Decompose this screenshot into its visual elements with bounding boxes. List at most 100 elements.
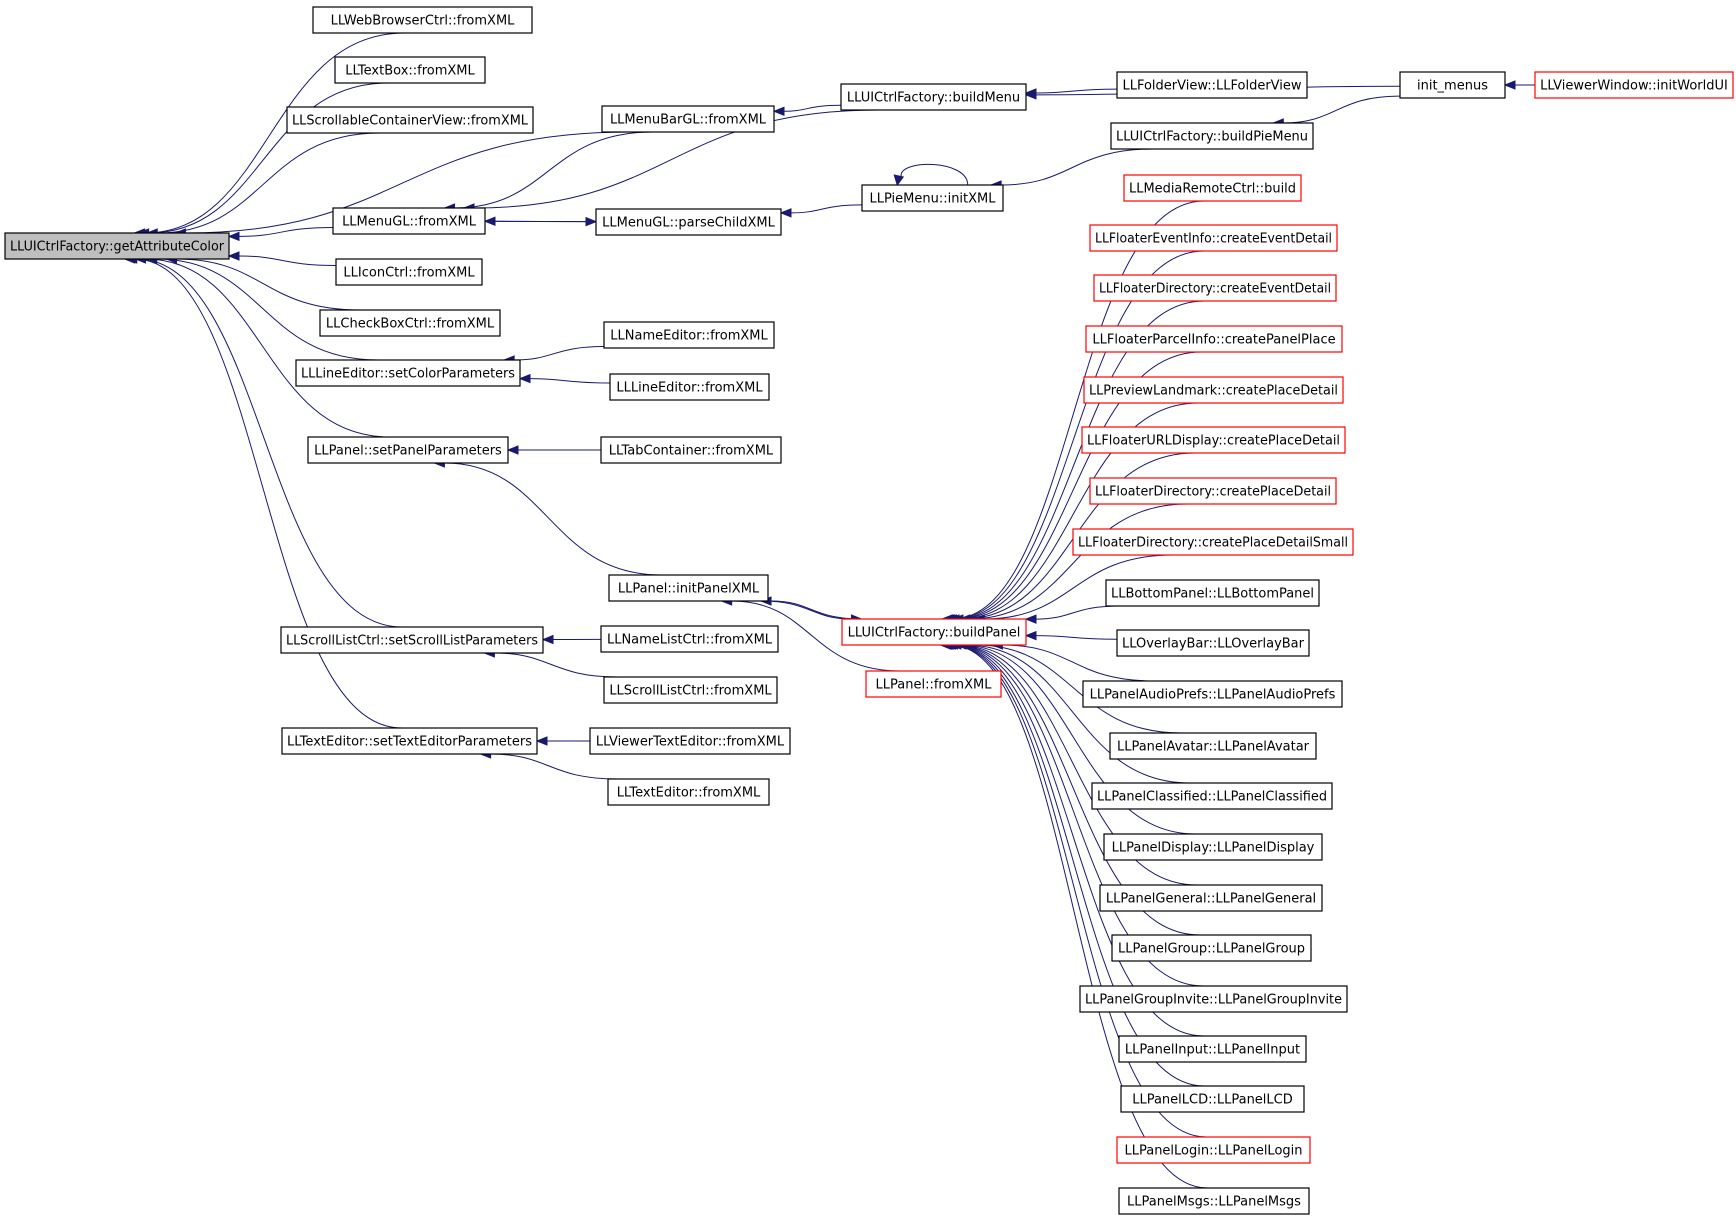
edge-arrowhead	[1503, 80, 1516, 90]
node-label: LLOverlayBar::LLOverlayBar	[1122, 637, 1305, 652]
node-overlayBar[interactable]: LLOverlayBar::LLOverlayBar	[1116, 629, 1310, 657]
node-lineEditor[interactable]: LLLineEditor::fromXML	[609, 373, 770, 401]
node-pieMenuInit[interactable]: LLPieMenu::initXML	[861, 184, 1004, 212]
node-checkBox[interactable]: LLCheckBoxCtrl::fromXML	[319, 309, 501, 337]
node-scrollListCtrl[interactable]: LLScrollListCtrl::fromXML	[603, 676, 778, 704]
node-box	[600, 436, 782, 464]
edge-line	[975, 644, 1182, 734]
node-box	[1081, 426, 1346, 454]
node-label: LLLineEditor::fromXML	[616, 381, 763, 396]
node-panelGroup[interactable]: LLPanelGroup::LLPanelGroup	[1111, 934, 1312, 962]
edge-line	[900, 163, 969, 186]
node-menuGL[interactable]: LLMenuGL::fromXML	[332, 207, 486, 235]
node-box	[841, 618, 1027, 646]
node-parseChildXML[interactable]: LLMenuGL::parseChildXML	[595, 208, 782, 236]
node-label: LLScrollableContainerView::fromXML	[292, 114, 529, 129]
edge-line	[952, 644, 1204, 1037]
node-panelGeneral[interactable]: LLPanelGeneral::LLPanelGeneral	[1099, 884, 1323, 912]
edges-layer	[123, 32, 1535, 1189]
node-buildMenu[interactable]: LLUICtrlFactory::buildMenu	[840, 83, 1027, 111]
node-panelGroupInvite[interactable]: LLPanelGroupInvite::LLPanelGroupInvite	[1079, 985, 1348, 1013]
edge-line	[1035, 635, 1118, 640]
edge-pieMenuInit-to-pieMenuInit	[893, 163, 969, 187]
edge-line	[185, 131, 630, 234]
node-textEditor[interactable]: LLTextEditor::fromXML	[607, 778, 770, 806]
node-setScrollListParams[interactable]: LLScrollListCtrl::setScrollListParameter…	[280, 626, 544, 654]
node-label: LLPanelLCD::LLPanelLCD	[1132, 1093, 1293, 1108]
node-panelClassified[interactable]: LLPanelClassified::LLPanelClassified	[1091, 782, 1333, 810]
node-buildPanel[interactable]: LLUICtrlFactory::buildPanel	[841, 618, 1027, 646]
node-buildPieMenu[interactable]: LLUICtrlFactory::buildPieMenu	[1110, 122, 1314, 150]
node-box	[1123, 174, 1302, 202]
edge-arrowhead	[585, 216, 598, 227]
node-label: LLTabContainer::fromXML	[609, 444, 774, 459]
node-panelMsgs[interactable]: LLPanelMsgs::LLPanelMsgs	[1118, 1187, 1310, 1215]
node-webBrowser[interactable]: LLWebBrowserCtrl::fromXML	[312, 6, 533, 34]
node-label: LLIconCtrl::fromXML	[343, 266, 475, 281]
node-folderView[interactable]: LLFolderView::LLFolderView	[1116, 71, 1308, 99]
node-floaterEventInfo[interactable]: LLFloaterEventInfo::createEventDetail	[1089, 224, 1338, 252]
node-label: LLPanelGroup::LLPanelGroup	[1118, 942, 1305, 957]
edge-line	[960, 644, 1197, 835]
node-box	[1118, 1187, 1310, 1215]
edge-initPanelXML-to-setPanelParams	[433, 458, 663, 576]
node-panelInput[interactable]: LLPanelInput::LLPanelInput	[1118, 1035, 1307, 1063]
edge-overlayBar-to-buildPanel	[1024, 630, 1118, 641]
node-label: LLPreviewLandmark::createPlaceDetail	[1089, 384, 1338, 399]
node-label: LLPanelGeneral::LLPanelGeneral	[1106, 892, 1316, 907]
node-floaterDirPlaceSmall[interactable]: LLFloaterDirectory::createPlaceDetailSma…	[1072, 528, 1354, 556]
edge-line	[156, 258, 379, 361]
node-menuBarGL[interactable]: LLMenuBarGL::fromXML	[601, 105, 775, 133]
node-panelDisplay[interactable]: LLPanelDisplay::LLPanelDisplay	[1103, 833, 1323, 861]
node-box	[1072, 528, 1354, 556]
node-panelFromXML[interactable]: LLPanel::fromXML	[865, 670, 1002, 698]
node-textBox[interactable]: LLTextBox::fromXML	[334, 56, 486, 84]
node-panelLogin[interactable]: LLPanelLogin::LLPanelLogin	[1116, 1136, 1311, 1164]
node-setTextEditorParams[interactable]: LLTextEditor::setTextEditorParameters	[281, 727, 538, 755]
node-mediaRemote[interactable]: LLMediaRemoteCtrl::build	[1123, 174, 1302, 202]
edge-arrowhead	[1024, 630, 1037, 641]
node-label: LLPanelInput::LLPanelInput	[1125, 1043, 1300, 1058]
node-label: LLScrollListCtrl::setScrollListParameter…	[286, 634, 538, 649]
node-label: LLPanelLogin::LLPanelLogin	[1124, 1144, 1302, 1159]
node-label: LLFloaterDirectory::createPlaceDetailSma…	[1078, 536, 1348, 551]
node-label: LLTextEditor::fromXML	[617, 786, 761, 801]
node-tabContainer[interactable]: LLTabContainer::fromXML	[600, 436, 782, 464]
node-nameListCtrl[interactable]: LLNameListCtrl::fromXML	[600, 625, 779, 653]
edge-arrowhead	[518, 373, 531, 384]
edge-arrowhead	[779, 208, 792, 218]
node-label: LLPanelClassified::LLPanelClassified	[1097, 790, 1327, 805]
node-scrollableContainer[interactable]: LLScrollableContainerView::fromXML	[286, 106, 534, 134]
node-label: LLFloaterDirectory::createPlaceDetail	[1095, 485, 1331, 500]
node-panelLCD[interactable]: LLPanelLCD::LLPanelLCD	[1120, 1085, 1305, 1113]
node-box	[1093, 274, 1337, 302]
node-iconCtrl[interactable]: LLIconCtrl::fromXML	[335, 258, 483, 286]
node-initMenus[interactable]: init_menus	[1399, 71, 1506, 99]
edge-arrowhead	[893, 174, 905, 187]
node-setColorParams[interactable]: LLLineEditor::setColorParameters	[295, 359, 521, 387]
node-floaterDirPlace[interactable]: LLFloaterDirectory::createPlaceDetail	[1089, 477, 1337, 505]
edge-pieMenuInit-to-parseChildXML	[779, 204, 863, 218]
node-label: LLMediaRemoteCtrl::build	[1129, 182, 1296, 197]
node-setPanelParams[interactable]: LLPanel::setPanelParameters	[307, 436, 509, 464]
edge-line	[790, 204, 863, 214]
node-panelAvatar[interactable]: LLPanelAvatar::LLPanelAvatar	[1109, 732, 1317, 760]
node-nameEditor[interactable]: LLNameEditor::fromXML	[603, 321, 775, 349]
node-floaterDirEvent[interactable]: LLFloaterDirectory::createEventDetail	[1093, 274, 1337, 302]
edge-line	[959, 402, 1199, 620]
edge-nameListCtrl-to-setScrollListParams	[541, 634, 602, 645]
node-viewerTextEditor[interactable]: LLViewerTextEditor::fromXML	[589, 727, 791, 755]
edge-line	[454, 131, 653, 209]
node-panelAudioPrefs[interactable]: LLPanelAudioPrefs::LLPanelAudioPrefs	[1082, 680, 1343, 708]
node-previewLandmark[interactable]: LLPreviewLandmark::createPlaceDetail	[1083, 376, 1344, 404]
node-viewerWindow[interactable]: LLViewerWindow::initWorldUI	[1534, 71, 1734, 99]
node-label: LLLineEditor::setColorParameters	[301, 367, 515, 382]
node-getAttributeColor[interactable]: LLUICtrlFactory::getAttributeColor	[4, 232, 230, 260]
node-floaterURLDisplay[interactable]: LLFloaterURLDisplay::createPlaceDetail	[1081, 426, 1346, 454]
node-floaterParcelInfo[interactable]: LLFloaterParcelInfo::createPanelPlace	[1085, 325, 1343, 353]
edge-menuGL-to-parseChildXML	[484, 216, 598, 227]
node-box	[1079, 985, 1348, 1013]
node-initPanelXML[interactable]: LLPanel::initPanelXML	[608, 574, 769, 602]
node-bottomPanel[interactable]: LLBottomPanel::LLBottomPanel	[1105, 579, 1320, 607]
